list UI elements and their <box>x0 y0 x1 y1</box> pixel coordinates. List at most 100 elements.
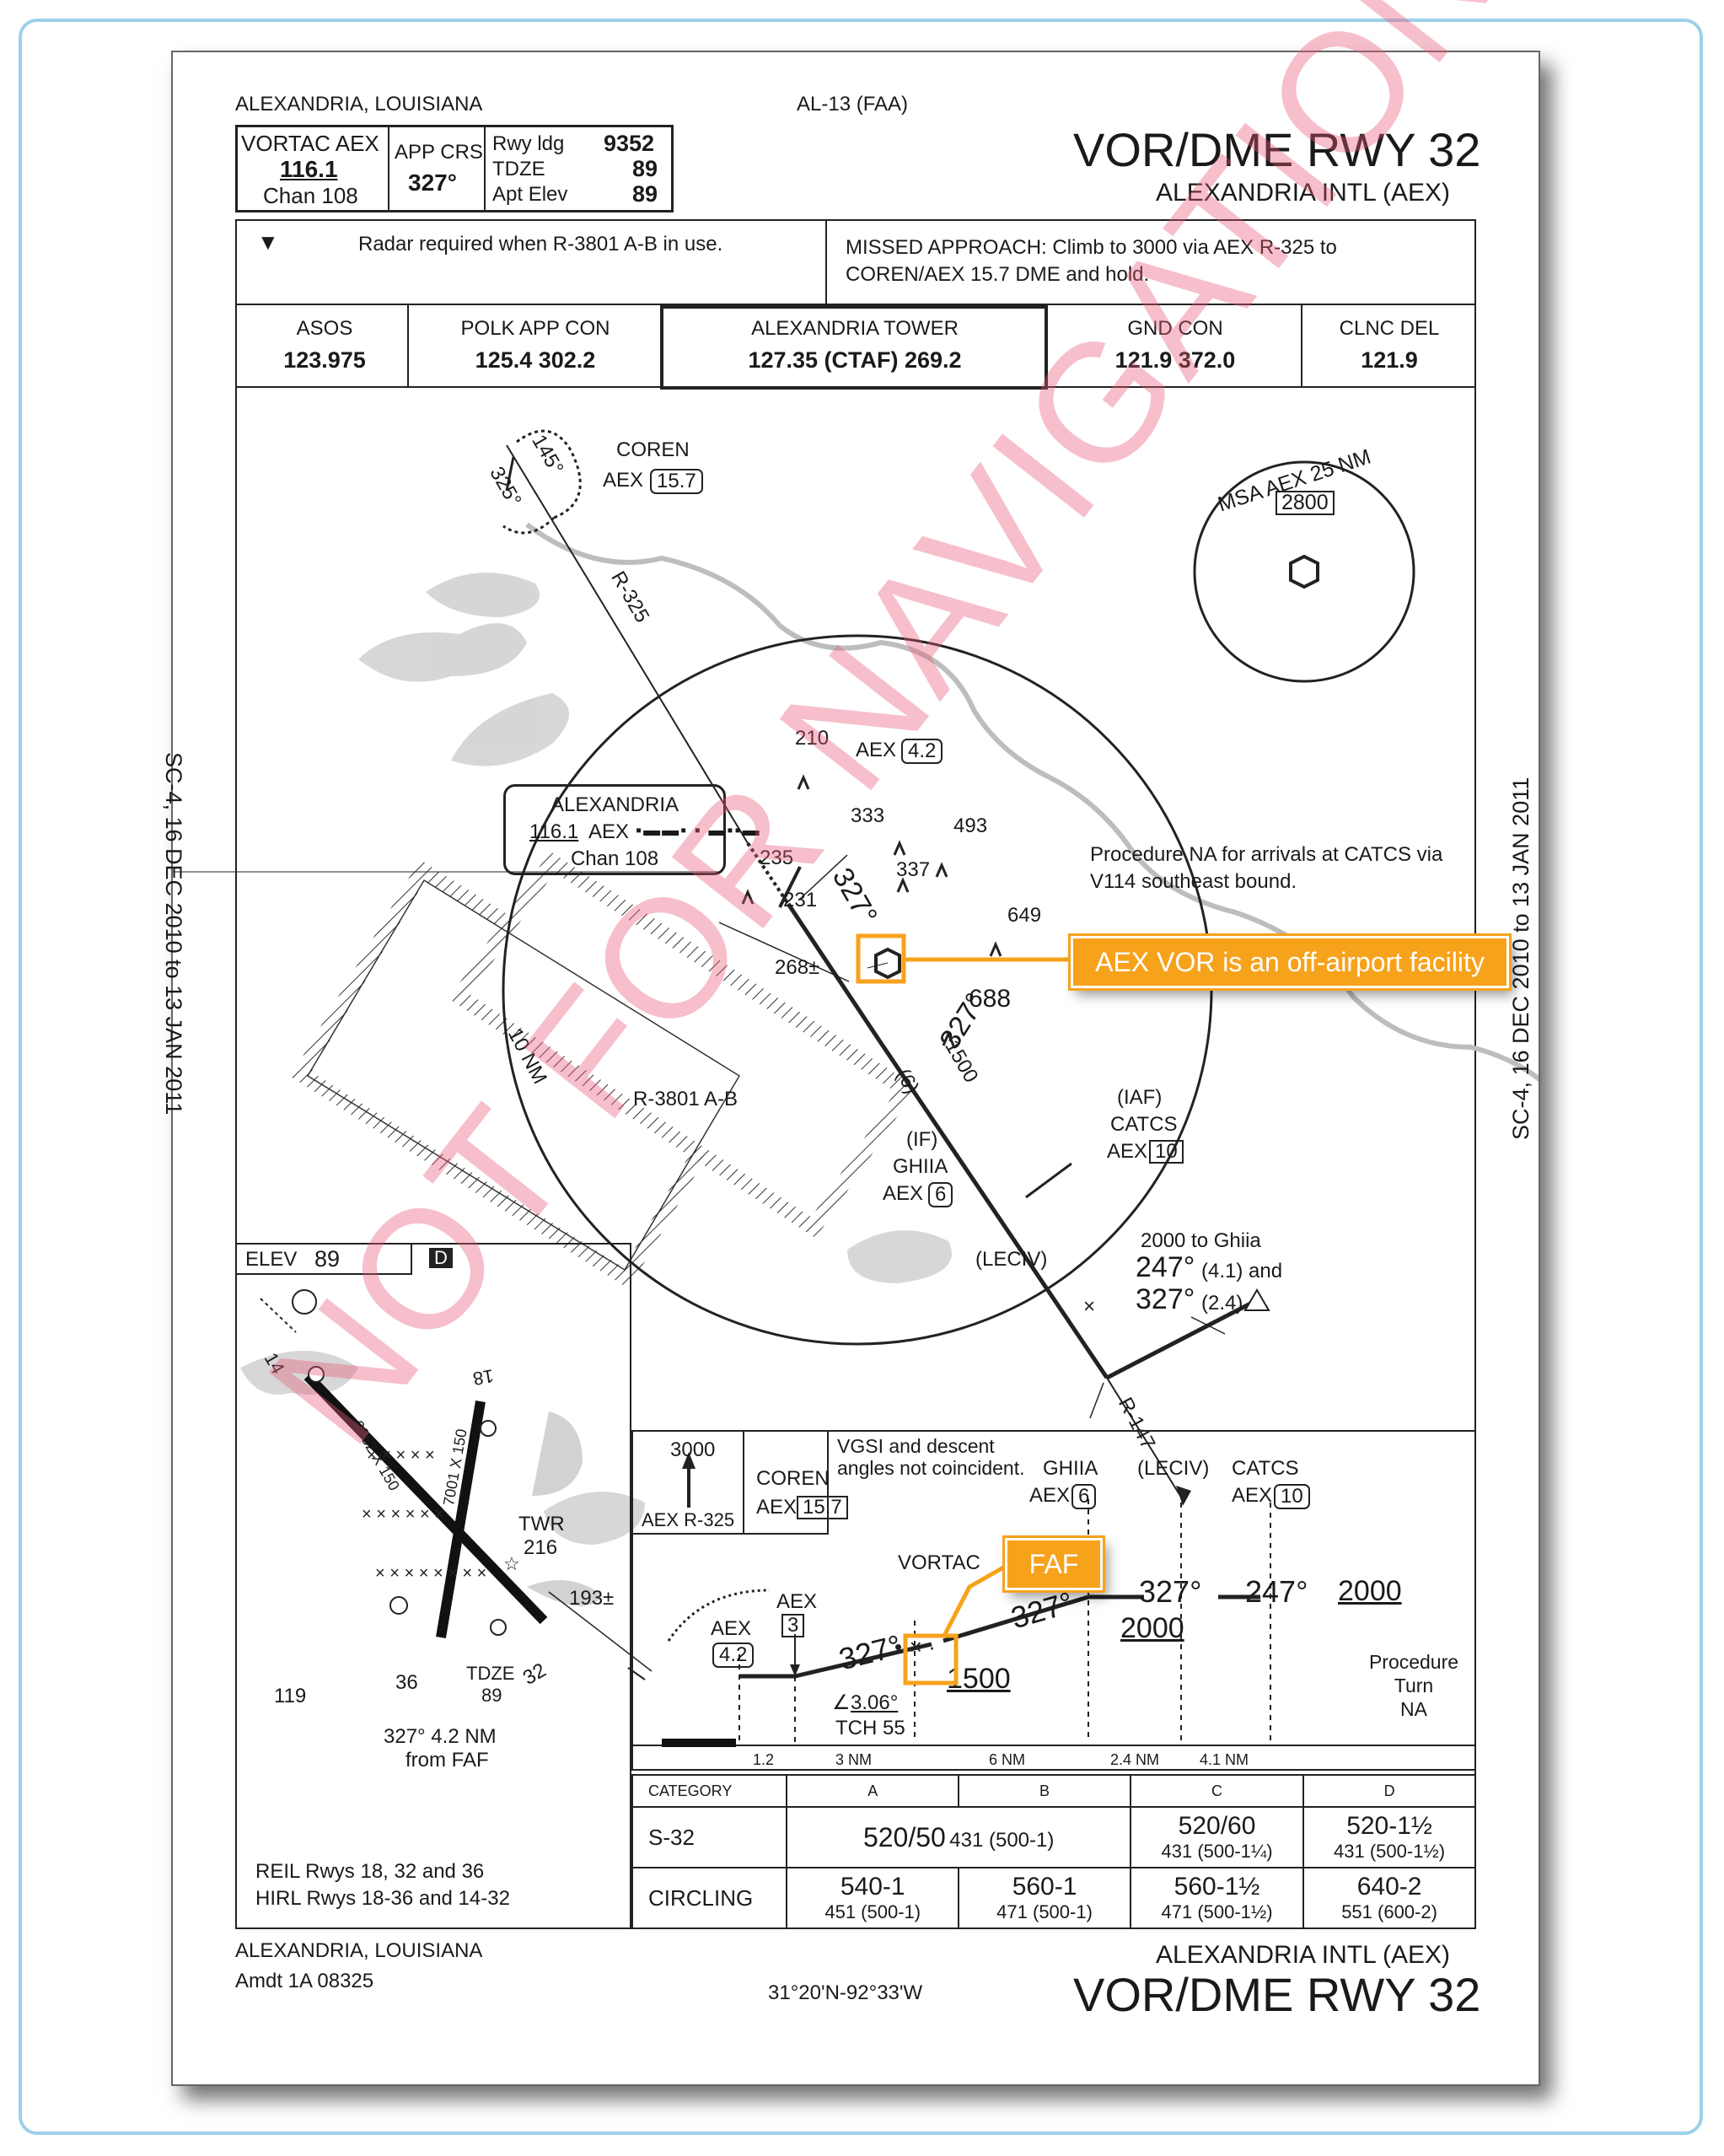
leader-line <box>1190 1316 1226 1335</box>
profile-catcs-aex: AEX <box>1232 1484 1273 1507</box>
app-crs-label: APP CRS <box>395 141 483 164</box>
runway-14-32 <box>303 1372 548 1625</box>
comms-divider <box>1301 305 1302 386</box>
ghiia-fix-tick <box>1025 1162 1072 1199</box>
tdze-value: 89 <box>632 156 658 181</box>
light-icon <box>480 1420 497 1437</box>
catcs-dme: 10 <box>1149 1140 1184 1164</box>
missed-approach-path <box>667 1589 771 1642</box>
coren-aex: AEX <box>603 469 644 492</box>
profile-vortac: VORTAC <box>898 1551 980 1574</box>
airport-name: ALEXANDRIA INTL (AEX) <box>1156 179 1450 207</box>
tower-elevation: 216 <box>524 1536 558 1559</box>
faf-callout: FAF <box>1002 1535 1105 1593</box>
obstacle-235: 235 <box>760 847 794 869</box>
vor-info-box: ALEXANDRIA 116.1 AEX ▪▬▬▪ ▪ ▬▪▪▬ Chan 10… <box>503 784 760 875</box>
svg-text:× × × × × × × ×: × × × × × × × × <box>375 1564 486 1583</box>
tdze-label: TDZE <box>466 1663 515 1684</box>
footer-airport: ALEXANDRIA INTL (AEX) <box>1156 1941 1450 1969</box>
row-label: S-32 <box>631 1806 788 1868</box>
profile-alt-1500: 1500 <box>947 1663 1011 1695</box>
vor-callout: AEX VOR is an off-airport facility <box>1068 933 1512 991</box>
vortac-chan: Chan 108 <box>263 183 358 208</box>
missed-radial: AEX R-325 <box>642 1509 735 1530</box>
restricted-area-r3801 <box>290 851 917 1289</box>
approach-light-a3-icon <box>292 1289 317 1315</box>
airport-diagram <box>235 1243 631 1929</box>
row-label: CIRCLING <box>631 1867 788 1929</box>
vortac-label: VORTAC AEX <box>241 131 379 156</box>
radial-147-line <box>1106 1377 1185 1503</box>
vgsi-note-2: angles not coincident. <box>837 1457 1025 1479</box>
proc-turn-2: Turn <box>1394 1675 1434 1696</box>
faf-note-2: from FAF <box>405 1749 489 1772</box>
msa-vortac-icon <box>1289 554 1319 589</box>
leader-line <box>798 854 848 901</box>
profile-alt-2000-b: 2000 <box>1338 1575 1402 1607</box>
footer-title: VOR/DME RWY 32 <box>1073 1968 1481 2021</box>
terrain-shading <box>532 1411 583 1496</box>
ground-value: 121.9 372.0 <box>1114 347 1236 373</box>
rwy-36-label: 36 <box>395 1671 418 1694</box>
tower-cell <box>660 305 1048 390</box>
obstacle-649: 649 <box>1007 904 1042 927</box>
minimums-table: CATEGORY A B C D S-32 520/50 431 (500-1)… <box>631 1774 1476 1929</box>
obstacle-337: 337 <box>896 858 931 881</box>
profile-catcs: CATCS <box>1232 1457 1299 1480</box>
msa-circle <box>1193 460 1415 683</box>
approach-course-line <box>877 1039 1109 1379</box>
profile-ghiia-aex: AEX <box>1029 1484 1071 1507</box>
asos-label: ASOS <box>296 317 353 340</box>
rwy-ldg-label: Rwy ldg <box>492 132 565 155</box>
clearance-value: 121.9 <box>1361 347 1418 373</box>
plan-view-frame <box>235 386 1476 1929</box>
profile-alt-2000-a: 2000 <box>1120 1612 1184 1644</box>
tdze-label: TDZE <box>492 158 545 180</box>
obstacle-231: 231 <box>783 889 818 911</box>
ghiia-note-2a: 247° <box>1136 1251 1195 1283</box>
missed-altitude: 3000 <box>670 1438 716 1461</box>
msa-altitude: 2800 <box>1276 491 1335 515</box>
profile-leciv: (LECIV) <box>1137 1457 1210 1480</box>
chart-id: AL-13 (FAA) <box>797 93 909 116</box>
s32-ab-cell: 520/50 431 (500-1) <box>786 1806 1131 1868</box>
vor-box-chan: Chan 108 <box>570 847 659 870</box>
missed-approach-line-2: COREN/AEX 15.7 DME and hold. <box>846 263 1150 286</box>
fix-tick-4.2 <box>778 866 802 908</box>
category-header: CATEGORY <box>631 1774 788 1808</box>
catcs-feeder <box>1105 1298 1259 1380</box>
radial-325-line <box>506 444 749 844</box>
ghiia-if: (IF) <box>906 1128 938 1151</box>
proc-turn-1: Procedure <box>1368 1651 1459 1673</box>
catcs-iaf: (IAF) <box>1117 1086 1163 1109</box>
glide-angle: 3.06° <box>851 1691 899 1714</box>
profile-divider <box>743 1432 744 1535</box>
tdze-value: 89 <box>481 1685 502 1706</box>
airport-diagram-graphics: × × × × × × × × × × × × × × × × × × × <box>260 1289 653 1680</box>
vor-box-freq: 116.1 <box>529 820 579 843</box>
leader-line <box>1089 1382 1104 1419</box>
faf-note-1: 327° 4.2 NM <box>384 1725 497 1748</box>
tch: TCH 55 <box>835 1717 905 1739</box>
obstacle-333: 333 <box>851 804 885 827</box>
clearance-label: CLNC DEL <box>1339 317 1440 340</box>
ghiia-note-3b: (2.4) <box>1201 1292 1243 1315</box>
profile-view <box>631 1430 1476 1771</box>
profile-divider <box>827 1432 829 1535</box>
profile-aex3: AEX <box>776 1590 818 1613</box>
footer-amendment: Amdt 1A 08325 <box>235 1970 374 1992</box>
holding-pattern <box>502 429 582 535</box>
cat-d-header: D <box>1302 1774 1476 1808</box>
profile-ghiia-dme: 6 <box>1071 1484 1097 1509</box>
river-line <box>525 522 1539 1083</box>
profile-coren-dme: 15.7 <box>797 1496 848 1519</box>
obstacle-688: 688 <box>969 985 1012 1013</box>
approach-chart: ALEXANDRIA, LOUISIANA AL-13 (FAA) VOR/DM… <box>161 0 1540 2086</box>
footer-city: ALEXANDRIA, LOUISIANA <box>235 1939 483 1962</box>
elev-label: ELEV <box>245 1248 298 1271</box>
